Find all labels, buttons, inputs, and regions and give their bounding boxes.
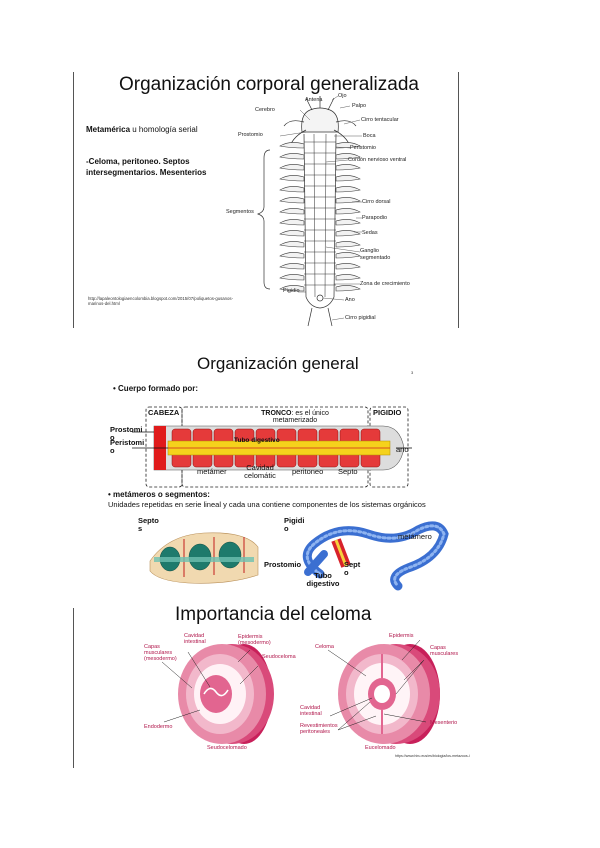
left-label-epidermis: Epidermis (mesodermo) xyxy=(238,634,271,647)
label-tubo-digestivo: Tubo digestivo xyxy=(234,437,280,444)
slide-3-source-url: https://www.hiru.eus/es/biologia/los-met… xyxy=(395,754,470,758)
slide-3: Importancia del celoma Cavidad intestina… xyxy=(0,600,600,775)
label-cavidad: Cavidad celomátic xyxy=(244,463,276,480)
label-parapodio: Parapodio xyxy=(362,215,388,221)
polychaete-diagram xyxy=(256,95,362,327)
label-septo: Septo xyxy=(338,467,358,476)
label-peristomio: Peristomio xyxy=(350,145,376,151)
parapodium xyxy=(279,142,305,149)
label-metamer: metámer xyxy=(197,467,227,476)
label-ano: Ano xyxy=(345,297,355,303)
parapodium xyxy=(279,197,305,204)
label-pigidio-box: PIGIDIO xyxy=(373,408,402,417)
parapodium xyxy=(335,153,361,160)
parapodium xyxy=(279,175,305,182)
parapodium xyxy=(335,219,361,226)
slide-2-bullet-2-text: Unidades repetidas en serie lineal y cad… xyxy=(108,500,426,509)
parapodium xyxy=(335,252,361,259)
left-label-seudocelo: Seudocelo­ma xyxy=(262,654,296,660)
parapodium xyxy=(335,230,361,237)
slide-1-subtitle: Metamérica u homología serial xyxy=(86,125,198,134)
slide-1-bullet: -Celoma, peritoneo. Septos intersegmenta… xyxy=(86,157,207,178)
slide-3-left-border xyxy=(73,608,74,768)
right-label-epidermis: Epidermis xyxy=(389,633,414,639)
label-segmentos: Segmentos xyxy=(226,209,254,215)
parapodium xyxy=(335,175,361,182)
slide-1-right-border xyxy=(458,72,459,328)
label-antena: Antena xyxy=(305,97,323,103)
slide-1-title: Organización corporal generalizada xyxy=(119,74,419,95)
slide-3-title: Importancia del celoma xyxy=(175,604,372,625)
label-palpo: Palpo xyxy=(352,103,367,109)
left-label-cavidad: Cavidad intestinal xyxy=(184,633,206,646)
seudocelomado-diagram xyxy=(161,644,274,744)
parapodium xyxy=(335,142,361,149)
left-label-endodermo: Endodermo xyxy=(144,724,173,730)
eucelomado-diagram xyxy=(327,639,440,744)
label-zona: Zona de crecimiento xyxy=(360,281,410,287)
label-ojo: Ojo xyxy=(338,93,347,99)
label-pigidio-worm: Pigidi o xyxy=(284,516,305,533)
label-tronco: TRONCO: es el único metamerizado xyxy=(261,410,329,425)
label-septo-worm: Sept o xyxy=(344,560,361,577)
parapodium xyxy=(279,208,305,215)
slide-1: Organización corporal generalizada Metam… xyxy=(0,0,600,330)
slide-2-title: Organización general xyxy=(197,354,359,373)
right-label-capas: Capas musculares xyxy=(430,645,459,658)
right-label-revestimiento: Revestimientos peritoneales xyxy=(300,723,338,736)
body-plan-diagram xyxy=(132,406,412,488)
left-caption: Seudocelomado xyxy=(207,745,247,751)
slide-2-bullet-1: • Cuerpo formado por: xyxy=(113,384,199,393)
label-sedas: Sedas xyxy=(362,230,378,236)
label-ano: ano xyxy=(396,445,409,454)
parapodium xyxy=(279,285,305,292)
label-peristomio: Peristomi o xyxy=(110,438,145,455)
label-boca: Boca xyxy=(363,133,376,139)
parapodium xyxy=(335,197,361,204)
parapodium xyxy=(279,164,305,171)
label-ganglio: Ganglio segmentado xyxy=(360,248,391,262)
source-url: http://lapaleontologiaencolombia.blogspo… xyxy=(88,296,234,307)
label-prostomio: Prostomio xyxy=(238,132,263,138)
label-cirro-dorsal: Cirro dorsal xyxy=(362,199,391,205)
label-cordon: Cordón nervioso ventral xyxy=(348,157,407,163)
right-label-cavidad: Cavidad intestinal xyxy=(300,705,322,718)
right-label-mesenterio: Mesenterio xyxy=(430,720,458,726)
label-pigidio: Pigidio xyxy=(283,288,300,294)
parapodium xyxy=(335,274,361,281)
right-caption: Eucelomado xyxy=(365,745,396,751)
coiled-worm-illustration xyxy=(302,521,449,591)
parapodium xyxy=(279,252,305,259)
parapodium xyxy=(279,230,305,237)
parapodium xyxy=(335,241,361,248)
parapodium xyxy=(279,274,305,281)
label-cabeza: CABEZA xyxy=(148,408,180,417)
label-cirro-pigidial: Cirro pigidial xyxy=(345,315,376,321)
label-cerebro: Cerebro xyxy=(255,107,275,113)
slide-2-bullet-2: • metámeros o segmentos: xyxy=(108,490,210,499)
parapodium xyxy=(279,219,305,226)
parapodium xyxy=(279,263,305,270)
label-cirro-tentacular: Cirro tentacular xyxy=(361,117,399,123)
label-tubo-worm: Tubo digestivo xyxy=(306,571,340,588)
right-label-celoma: Celoma xyxy=(315,644,334,650)
page-number: 3 xyxy=(411,370,414,375)
left-label-capas: Capas musculares (mesodermo) xyxy=(144,644,177,663)
slide-2: Organización general 3 • Cuerpo formado … xyxy=(0,340,600,591)
label-septos: Septo s xyxy=(138,516,159,533)
parapodium xyxy=(279,186,305,193)
label-prostomio: Prostomi o xyxy=(110,425,143,442)
slide-1-left-border xyxy=(73,72,74,328)
parapodium xyxy=(335,164,361,171)
label-metamero: metámero xyxy=(398,532,432,541)
parapodium xyxy=(279,241,305,248)
parapodium xyxy=(279,153,305,160)
label-peritoneo: peritoneo xyxy=(292,467,324,476)
segments-illustration xyxy=(149,532,259,584)
parapodium xyxy=(335,186,361,193)
parapodium xyxy=(335,208,361,215)
parapodium xyxy=(335,263,361,270)
parapodium xyxy=(335,285,361,292)
label-prostomio-worm: Prostomio xyxy=(264,560,302,569)
